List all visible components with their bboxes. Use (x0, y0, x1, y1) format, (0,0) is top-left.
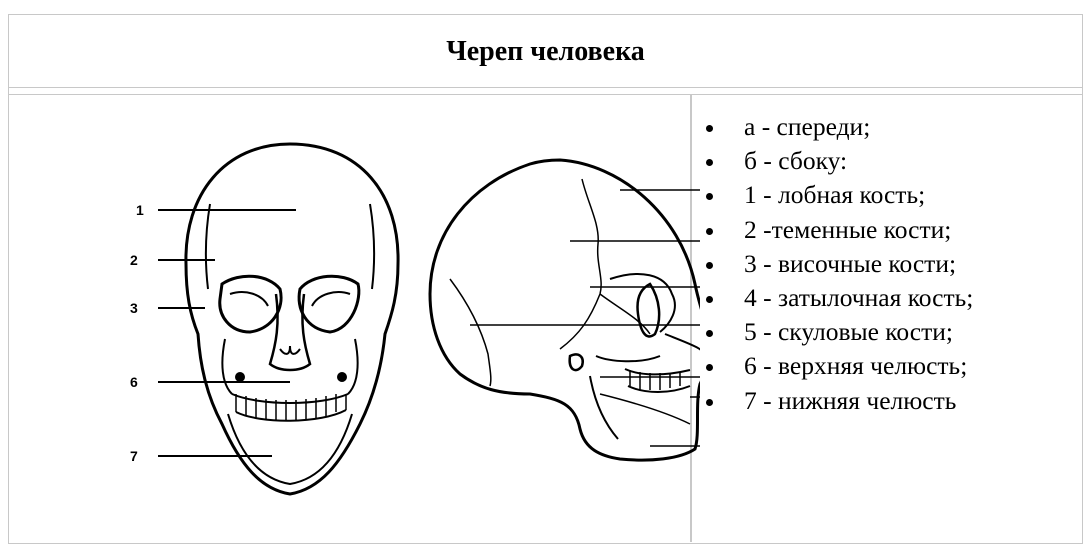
front-label-1: 1 (136, 202, 144, 218)
legend-text: б - сбоку: (744, 146, 847, 175)
legend-text: а - спереди; (744, 112, 870, 141)
list-item: 6 - верхняя челюсть; (700, 349, 973, 383)
list-item: 3 - височные кости; (700, 247, 973, 281)
list-item: 7 - нижняя челюсть (700, 384, 973, 418)
bullet-icon (706, 399, 713, 406)
bullet-icon (706, 228, 713, 235)
legend-text: 5 - скуловые кости; (744, 317, 953, 346)
bullet-icon (706, 330, 713, 337)
legend-text: 1 - лобная кость; (744, 180, 925, 209)
bullet-icon (706, 262, 713, 269)
legend-text: 3 - височные кости; (744, 249, 956, 278)
legend-text: 6 - верхняя челюсть; (744, 351, 967, 380)
list-item: б - сбоку: (700, 144, 973, 178)
legend-text: 7 - нижняя челюсть (744, 386, 956, 415)
front-label-6: 6 (130, 374, 138, 390)
front-number-labels: 1 2 3 6 7 (130, 202, 144, 464)
list-item: 5 - скуловые кости; (700, 315, 973, 349)
front-label-3: 3 (130, 300, 138, 316)
list-item: 1 - лобная кость; (700, 178, 973, 212)
front-skull (186, 144, 398, 494)
bullet-icon (706, 159, 713, 166)
legend-text: 2 -теменные кости; (744, 215, 951, 244)
skull-illustration: 1 2 3 6 7 1 2 3 4 5 6 7 (0, 94, 700, 514)
front-label-2: 2 (130, 252, 138, 268)
list-item: а - спереди; (700, 110, 973, 144)
legend-text: 4 - затылочная кость; (744, 283, 973, 312)
list-item: 2 -теменные кости; (700, 213, 973, 247)
front-label-7: 7 (130, 448, 138, 464)
bullet-icon (706, 125, 713, 132)
bullet-icon (706, 296, 713, 303)
title-cell: Череп человека (8, 14, 1083, 88)
list-item: 4 - затылочная кость; (700, 281, 973, 315)
side-skull (430, 160, 700, 460)
bullet-icon (706, 193, 713, 200)
bullet-icon (706, 364, 713, 371)
legend-list: а - спереди; б - сбоку: 1 - лобная кость… (700, 110, 973, 418)
page-title: Череп человека (8, 36, 1083, 68)
side-leader-lines (470, 190, 700, 446)
